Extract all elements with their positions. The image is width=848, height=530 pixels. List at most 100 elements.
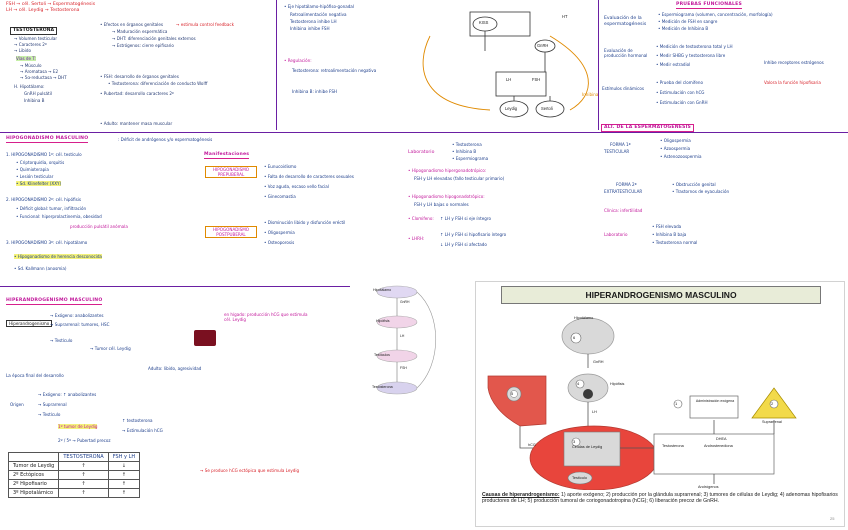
table-header [7, 452, 60, 462]
b-sub: EXTRATESTICULAR [604, 189, 643, 194]
clom-text: ↑ LH y FSH si eje íntegro [440, 216, 491, 221]
flow-label-0: GnRH [400, 300, 410, 304]
figure-illustration [487, 317, 797, 490]
diagram-gnrh: GnRH [537, 43, 549, 48]
note-lh-line: LH → cél. Leydig → Testosterona [6, 8, 80, 13]
table-row: Tumor de Leydig ↑ ↓ [7, 461, 141, 471]
liver-image [194, 330, 216, 346]
diagram-sertoli: Sertoli [541, 106, 553, 111]
table-cell: 3º Hipotalámico [7, 488, 60, 498]
fig-num-4: 4 [577, 381, 580, 386]
note-item-0: GnRH pulsátil [24, 91, 52, 96]
figure-title: HIPERANDROGENISMO MASCULINO [501, 286, 821, 304]
testicle-item-1: ↑ testosterona [122, 418, 153, 423]
eval-item-1: • Medición de FSH en sangre [658, 19, 718, 24]
table-cell: 2º Ectópicos [7, 470, 60, 480]
mid-note-3: • Adulto: mantener masa muscular [100, 121, 173, 126]
origin-item-1: → Suprarrenal [38, 402, 67, 407]
fig-suprarrenal: Suprarrenal [762, 420, 782, 424]
fig-leydig: Células de Leydig [572, 445, 603, 449]
mid-note-2: • Pubertad: desarrollo caracteres 2º [100, 91, 174, 96]
lhrh-item-0: ↑ LH y FSH si hipofisario íntegro [440, 232, 507, 237]
fig-androgenos: Andrógenos [698, 485, 719, 489]
fig-dhea: DHEA [716, 437, 727, 441]
fig-androstenediona: Androstenediona [704, 444, 733, 448]
hiper-text: FSH y LH elevadas (fallo testicular prim… [414, 176, 505, 181]
eval-item-0: • Espermiograma (volumen, concentración,… [658, 12, 773, 17]
note-item-1: Inhibina B [24, 98, 45, 103]
fig-num-6: 6 [573, 335, 576, 340]
table-note: → Se produce hCG ectópica que estimula L… [200, 468, 300, 473]
t-item-0: → Volumen testicular [14, 36, 58, 41]
hipogonadismo-subtitle: : Déficit de andrógenos y/o espermatogén… [118, 137, 213, 142]
fig-num-3: 3 [573, 439, 576, 444]
table-cell: Tumor de Leydig [7, 461, 60, 471]
testosterone-label: TESTOSTERONA [10, 27, 58, 35]
t-item-2: → Libido [14, 48, 31, 53]
postpuberal-item-0: • Disminución libido y disfunción erécti… [264, 220, 346, 225]
andro-item-2: • Medir estradiol [656, 62, 691, 67]
hormone-flow-diagram [376, 285, 436, 395]
diagram-lh: LH [506, 77, 512, 82]
hipogonadismo-title: HIPOGONADISMO MASCULINO [6, 136, 89, 143]
table-cell: ↑ [58, 488, 109, 498]
h-item-1: → Aromatasa → E2 [20, 69, 59, 74]
fig-hcg: hCG [528, 443, 536, 447]
ha-after: → Tumor cél. Leydig [90, 346, 131, 351]
flow-node-0: Hipotálamo [373, 288, 392, 292]
fig-gnrh: GnRH [593, 360, 604, 364]
divider-line-a [276, 0, 277, 130]
origin-label: Origen [10, 402, 24, 407]
postpuberal-item-2: • Osteoporosis [264, 240, 295, 245]
hiperandro-box: Hiperandrogenismo [6, 320, 53, 327]
flow-node-1: Hipófisis [376, 319, 390, 323]
prepuberal-item-1: • Falta de desarrollo de caracteres sexu… [264, 174, 354, 179]
note-title: H. Hipotálamo: [14, 84, 45, 89]
diagram-ht: HT [562, 14, 568, 19]
ha-item-1: → Suprarrenal: tumores, HSC [50, 322, 110, 327]
note-fsh-line: FSH → cél. Sertoli → Espermatogénesis [6, 2, 96, 7]
lhrh-item-1: ↓ LH y FSH si afectado [440, 242, 487, 247]
mid-note-1: • Testosterona: diferenciación de conduc… [108, 81, 208, 86]
flow-node-3: Testosterona [372, 385, 393, 389]
right-col-1: → Maduración espermática [112, 29, 168, 34]
postpuberal-item-1: • Oligospermia [264, 230, 295, 235]
origin-item-0: → Exógeno: ↑ anabolizantes [38, 392, 97, 397]
clom-label: • Clomifeno: [408, 216, 434, 221]
flow-node-2: Testículos [374, 353, 390, 357]
divider-line-d [0, 286, 350, 287]
right-col-0: • Efectos en órganos genitales [100, 22, 163, 27]
alt-esperm-title: ALT. DE LA ESPERMATOGÉNESIS [601, 124, 695, 132]
tertiary-title: 3. HIPOGONADISMO 3º: cél. hipotálamo [6, 240, 88, 245]
h-item-0: → Músculo [20, 63, 42, 68]
caption-bold: Causas de hiperandrogenismo: [482, 492, 560, 498]
testicle-item-0: 1º tumor de Leydig [58, 424, 98, 429]
hiper-label: • Hipogonadismo hipergonadotrópico: [408, 168, 487, 173]
top-mid-sub-1: Inhibina B: inhibe FSH [292, 89, 338, 94]
top-mid-line-2: Inhibina inhibe FSH [290, 26, 330, 31]
ha-item-0: → Exógeno: anabolizantes [50, 313, 104, 318]
page-number: 25 [830, 516, 835, 521]
a-sub: TESTICULAR [604, 149, 630, 154]
hipo-label: • Hipogonadismo hipogonadotrópico: [408, 194, 485, 199]
prepuberal-item-0: • Eunucoidismo [264, 164, 297, 169]
rm-lab-item-0: • FSH elevada [652, 224, 682, 229]
lab-item-1: • Inhibina B [452, 149, 477, 154]
eval-title: Evaluación de la espermatogénesis [604, 16, 647, 27]
secondary-item-0: • Déficit global: tumor, infiltración [16, 206, 87, 211]
hipo-text: FSH y LH bajas o normales [414, 202, 469, 207]
fig-testosterona: Testosterona [662, 444, 684, 448]
diagram-hipotalamo: KISS [479, 20, 489, 25]
caption-text: 1) aporte exógeno; 2) producción por la … [482, 492, 838, 505]
ha-pubertad: La época final del desarrollo [6, 373, 64, 378]
diagram-fsh: FSH [532, 77, 541, 82]
divider-line-b [598, 0, 599, 130]
lab-item-0: • Testosterona [452, 142, 482, 147]
table-cell: ↑ [58, 461, 109, 471]
fig-admin: Administración exógena [695, 399, 735, 403]
fig-num-5: 5 [511, 391, 514, 396]
b-item-1: • Trastornos de eyaculación [672, 189, 730, 194]
mid-note-0: • FSH: desarrollo de órganos genitales [100, 74, 179, 79]
flow-label-2: FSH [400, 366, 407, 370]
fig-lh: LH [592, 410, 597, 414]
